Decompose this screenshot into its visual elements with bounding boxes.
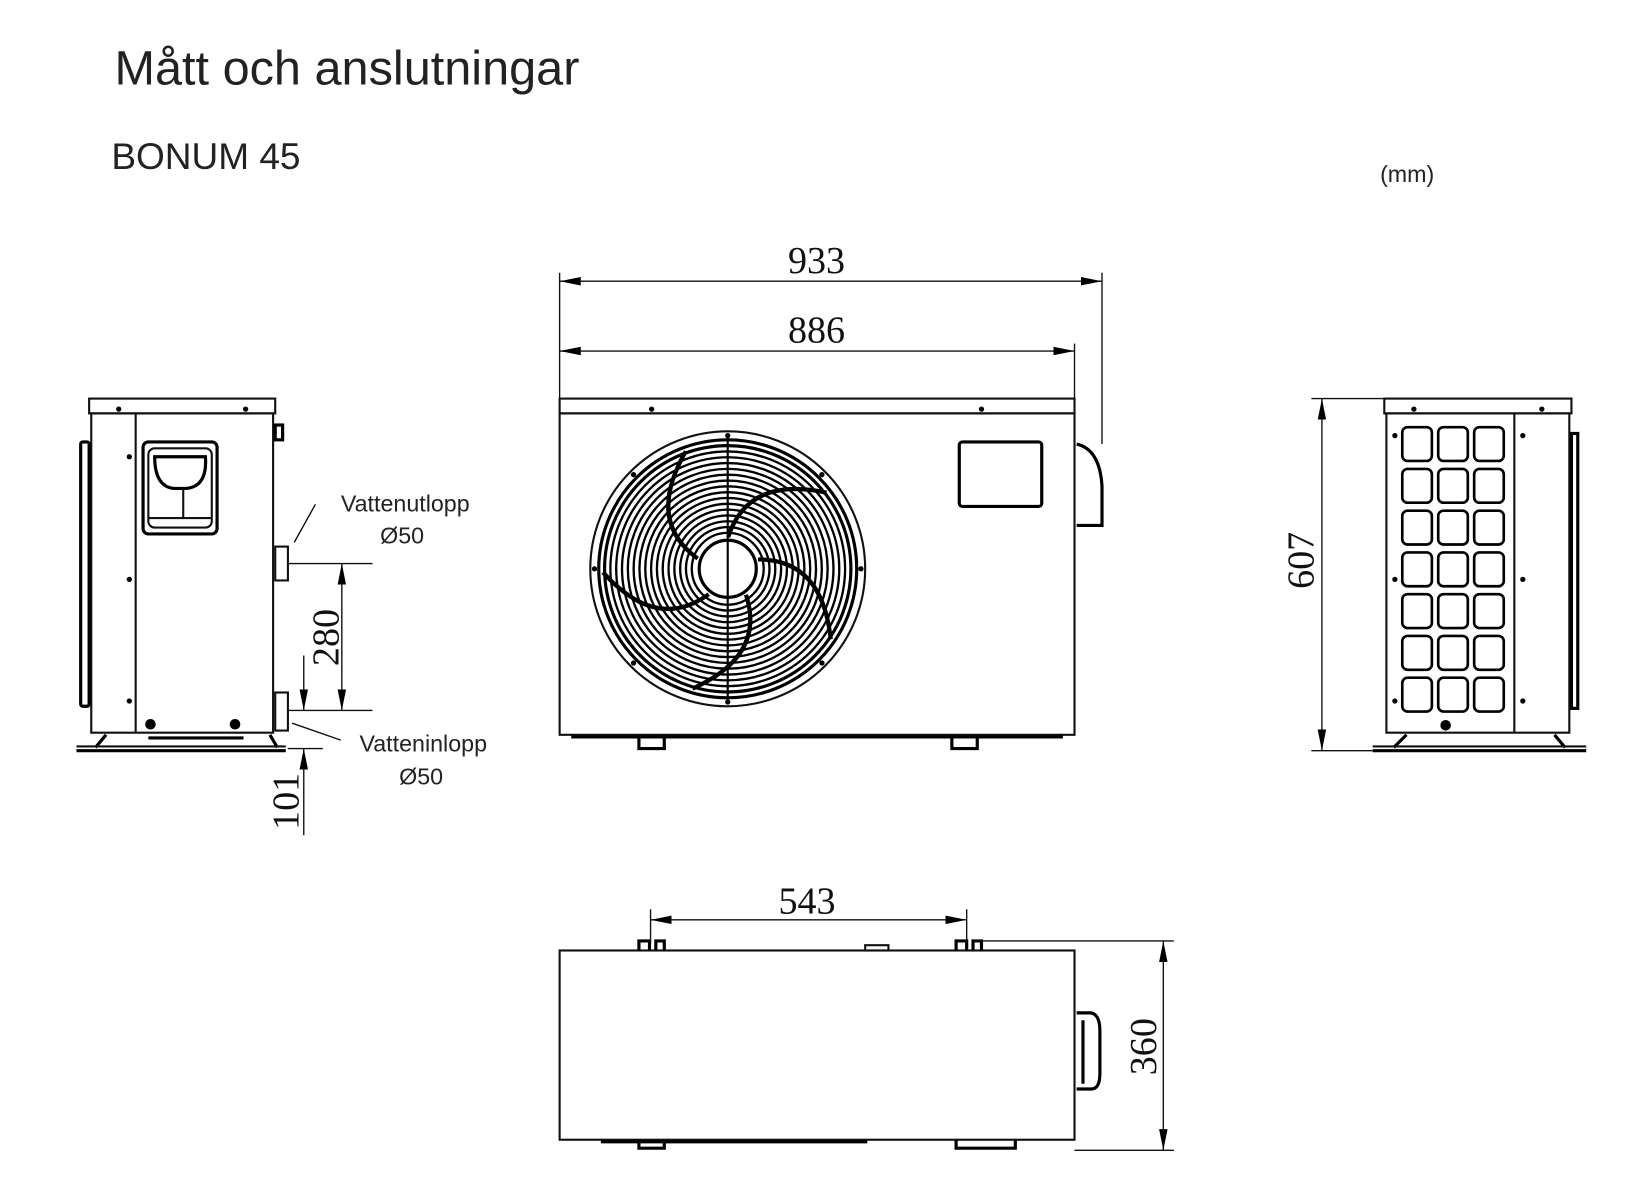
dim-543: 543 [778, 880, 835, 922]
outlet-label: Vattenutlopp [341, 491, 470, 517]
dimension-connection-spacing: 280 [287, 562, 373, 712]
dim-933: 933 [788, 240, 845, 282]
dimension-inlet-height: 101 [265, 655, 323, 836]
fan-grille [589, 430, 867, 708]
inlet-size: Ø50 [399, 763, 443, 789]
outlet-pipe [274, 545, 289, 582]
side-view-right [1372, 397, 1587, 753]
dimension-feet-spacing: 543 [649, 880, 968, 944]
dim-360: 360 [1123, 1018, 1165, 1075]
front-view [558, 397, 1104, 751]
dim-101: 101 [265, 773, 307, 830]
page-title: Mått och anslutningar [115, 42, 580, 96]
inlet-pipe [274, 691, 289, 732]
dimension-depth: 360 [973, 940, 1174, 1151]
unit-label: (mm) [1380, 161, 1434, 187]
service-panel [957, 440, 1044, 509]
control-panel [141, 440, 219, 536]
dimension-height: 607 [1280, 397, 1385, 752]
inlet-label: Vatteninlopp [359, 731, 487, 757]
dim-607: 607 [1280, 532, 1322, 589]
outlet-size: Ø50 [380, 522, 424, 548]
dimension-width: 933 886 [558, 240, 1103, 445]
top-view [558, 939, 1102, 1150]
model-name: BONUM 45 [111, 136, 300, 177]
vent-grid [1400, 425, 1506, 713]
side-view-left [76, 397, 289, 753]
dim-280: 280 [306, 609, 348, 666]
dim-886: 886 [788, 310, 845, 352]
side-handle [1076, 442, 1104, 528]
